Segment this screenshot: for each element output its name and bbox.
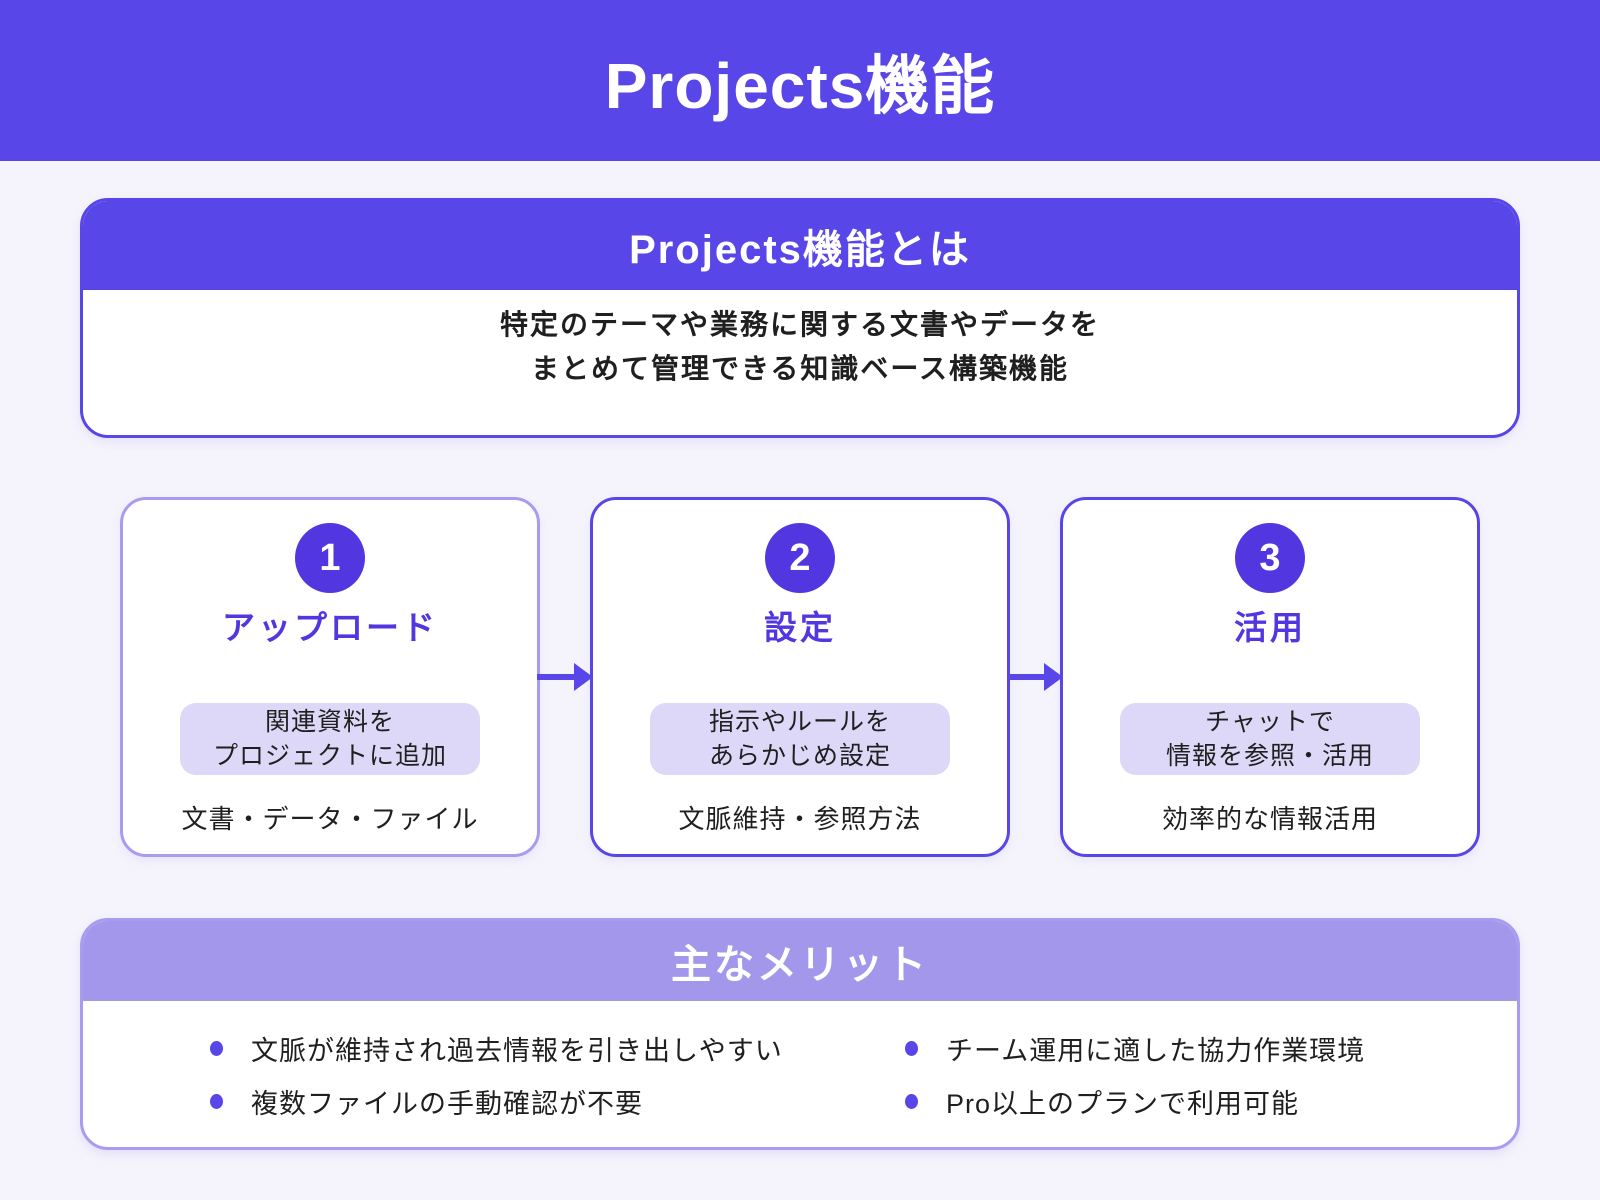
benefit-item: 文脈が維持され過去情報を引き出しやすい xyxy=(83,1029,800,1068)
step-detail-line: あらかじめ設定 xyxy=(708,742,891,770)
step-title: 設定 xyxy=(764,609,836,646)
step-card-upload: 1 アップロード 関連資料を プロジェクトに追加 文書・データ・ファイル xyxy=(120,497,540,857)
step-caption: 文脈維持・参照方法 xyxy=(678,804,922,834)
page-title: Projects機能 xyxy=(604,49,996,122)
step-caption: 効率的な情報活用 xyxy=(1161,804,1378,834)
step-detail-pill: 指示やルールを あらかじめ設定 xyxy=(650,703,950,775)
step-card-use: 3 活用 チャットで 情報を参照・活用 効率的な情報活用 xyxy=(1060,497,1480,857)
steps-flow: 1 アップロード 関連資料を プロジェクトに追加 文書・データ・ファイル 2 設… xyxy=(0,497,1600,857)
step-number-badge: 3 xyxy=(1235,523,1305,593)
bullet-dot-icon xyxy=(905,1041,918,1056)
bullet-dot-icon xyxy=(210,1041,223,1056)
benefits-card-title: 主なメリット xyxy=(671,943,929,987)
arrow-head xyxy=(1044,663,1063,691)
intro-card-body: 特定のテーマや業務に関する文書やデータを まとめて管理できる知識ベース構築機能 xyxy=(83,290,1517,435)
step-card-setup: 2 設定 指示やルールを あらかじめ設定 文脈維持・参照方法 xyxy=(590,497,1010,857)
benefit-item-label: 文脈が維持され過去情報を引き出しやすい xyxy=(251,1036,783,1066)
arrow-head xyxy=(574,663,593,691)
intro-description-line: まとめて管理できる知識ベース構築機能 xyxy=(530,353,1070,384)
arrow-right-icon xyxy=(537,661,593,693)
step-detail-line: 関連資料を xyxy=(264,708,395,736)
benefit-item: Pro以上のプランで利用可能 xyxy=(800,1082,1517,1121)
step-detail-line: チャットで xyxy=(1205,708,1335,736)
step-detail-line: プロジェクトに追加 xyxy=(212,742,447,770)
bullet-dot-icon xyxy=(210,1094,223,1109)
arrow-line xyxy=(537,674,578,680)
benefits-card: 主なメリット 文脈が維持され過去情報を引き出しやすい チーム運用に適した協力作業… xyxy=(80,918,1520,1150)
intro-description-line: 特定のテーマや業務に関する文書やデータを xyxy=(499,309,1100,340)
arrow-line xyxy=(1007,674,1048,680)
step-detail-pill: チャットで 情報を参照・活用 xyxy=(1120,703,1420,775)
step-number-badge: 2 xyxy=(765,523,835,593)
step-title: 活用 xyxy=(1234,609,1306,646)
benefits-list: 文脈が維持され過去情報を引き出しやすい チーム運用に適した協力作業環境 複数ファ… xyxy=(83,1001,1517,1147)
intro-card-title: Projects機能とは xyxy=(629,227,971,272)
step-detail-pill: 関連資料を プロジェクトに追加 xyxy=(180,703,480,775)
benefits-card-header: 主なメリット xyxy=(83,921,1517,1001)
intro-card-header: Projects機能とは xyxy=(83,201,1517,290)
benefit-item-label: Pro以上のプランで利用可能 xyxy=(946,1089,1300,1119)
step-number-badge: 1 xyxy=(295,523,365,593)
benefit-item-label: チーム運用に適した協力作業環境 xyxy=(946,1036,1366,1066)
arrow-right-icon xyxy=(1007,661,1063,693)
step-title: アップロード xyxy=(222,609,438,646)
bullet-dot-icon xyxy=(905,1094,918,1109)
benefit-item: 複数ファイルの手動確認が不要 xyxy=(83,1082,800,1121)
step-detail-line: 指示やルールを xyxy=(708,708,891,736)
benefit-item-label: 複数ファイルの手動確認が不要 xyxy=(251,1089,643,1119)
header-banner: Projects機能 xyxy=(0,0,1600,161)
intro-card: Projects機能とは 特定のテーマや業務に関する文書やデータを まとめて管理… xyxy=(80,198,1520,438)
step-caption: 文書・データ・ファイル xyxy=(181,804,479,834)
benefit-item: チーム運用に適した協力作業環境 xyxy=(800,1029,1517,1068)
step-detail-line: 情報を参照・活用 xyxy=(1165,742,1374,770)
